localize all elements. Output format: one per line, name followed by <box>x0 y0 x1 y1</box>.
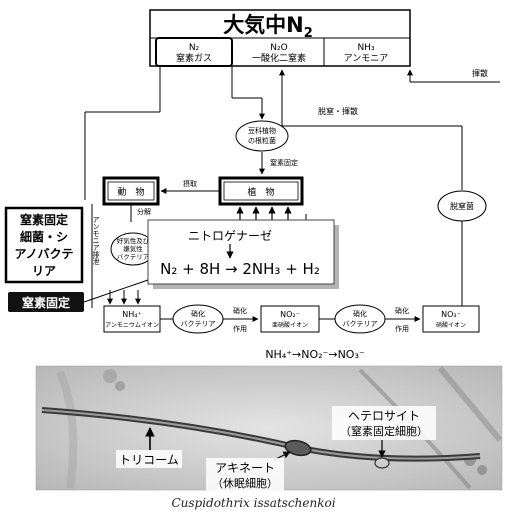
gas-nh3-formula: NH₃ <box>357 43 375 53</box>
nitrifier2-line2: バクテリア <box>343 320 378 328</box>
fixation-equation: N₂ + 8H → 2NH₃ + H₂ <box>160 260 320 278</box>
legume-line2: の根粒菌 <box>248 136 276 145</box>
nitrification-action1-a: 硝化 <box>233 306 247 315</box>
legume-line1: 豆科植物 <box>248 126 276 135</box>
animals-label: 動 物 <box>117 186 144 198</box>
cyano-line1: 窒素固定 <box>20 212 68 227</box>
gas-n2-name: 窒素ガス <box>176 52 212 64</box>
gas-nh3-name: アンモニア <box>344 54 389 64</box>
gas-n2-formula: N₂ <box>189 43 200 53</box>
label-trichome: トリコーム <box>119 453 179 467</box>
label-ammonia-excretion: アンモニア排泄 <box>92 216 100 265</box>
ammonium-formula: NH₄⁺ <box>122 310 141 319</box>
nitrate-formula: NO₃⁻ <box>441 310 461 319</box>
figure-caption: Cuspidothrix issatschenkoi <box>0 496 507 510</box>
label-akinete-1: アキネート <box>215 461 275 475</box>
nitrate-name: 硝酸イオン <box>436 321 466 329</box>
nitrifier2-line1: 硝化 <box>353 309 367 318</box>
nitrifier1-line1: 硝化 <box>191 309 205 318</box>
nitrification-action2-b: 作用 <box>395 324 409 333</box>
ammonium-name: アンモニウムイオン <box>105 321 159 329</box>
plants-label: 植 物 <box>247 186 274 198</box>
n-fixation-badge-text: 窒素固定 <box>22 295 70 310</box>
heterotroph-line2: 嫌気性 <box>123 244 143 253</box>
atmosphere-title: 大気中N2 <box>223 13 313 41</box>
label-ingestion: 摂取 <box>183 179 197 188</box>
heterotroph-line1: 好気性及び <box>117 236 150 245</box>
label-akinete-2: （休眠細胞） <box>212 477 278 490</box>
reaction-chain: NH₄⁺→NO₂⁻→NO₃⁻ <box>265 348 365 361</box>
nitrite-name: 亜硝酸イオン <box>272 321 308 329</box>
gas-n2o-name: 一酸化二窒素 <box>252 52 306 64</box>
label-heterocyst-2: （窒素固定細胞） <box>340 424 428 438</box>
nitrite-formula: NO₂⁻ <box>280 310 300 319</box>
label-volatilize: 揮散 <box>472 68 488 78</box>
enzyme-name: ニトロゲナーゼ <box>188 229 272 243</box>
heterocyst-cell <box>375 458 389 468</box>
legume-node <box>236 121 288 151</box>
gas-n2o-formula: N₂O <box>270 43 287 53</box>
label-legume-fixation: 窒素固定 <box>270 158 298 167</box>
denitrifier-label: 脱窒菌 <box>450 201 474 211</box>
label-decompose: 分解 <box>137 207 151 216</box>
nitrification-action1-b: 作用 <box>233 324 247 333</box>
nitrification-action2-a: 硝化 <box>395 306 409 315</box>
cyano-line2: 細菌・シ <box>20 229 68 244</box>
label-denit-volatilize: 脱窒・揮散 <box>318 106 358 116</box>
cyano-line3: アノバクテ <box>15 247 74 261</box>
cyano-line4: リア <box>32 264 56 278</box>
label-heterocyst-1: ヘテロサイト <box>348 409 420 423</box>
heterotroph-line3: バクテリア <box>117 253 150 261</box>
nitrifier1-line2: バクテリア <box>181 320 216 328</box>
